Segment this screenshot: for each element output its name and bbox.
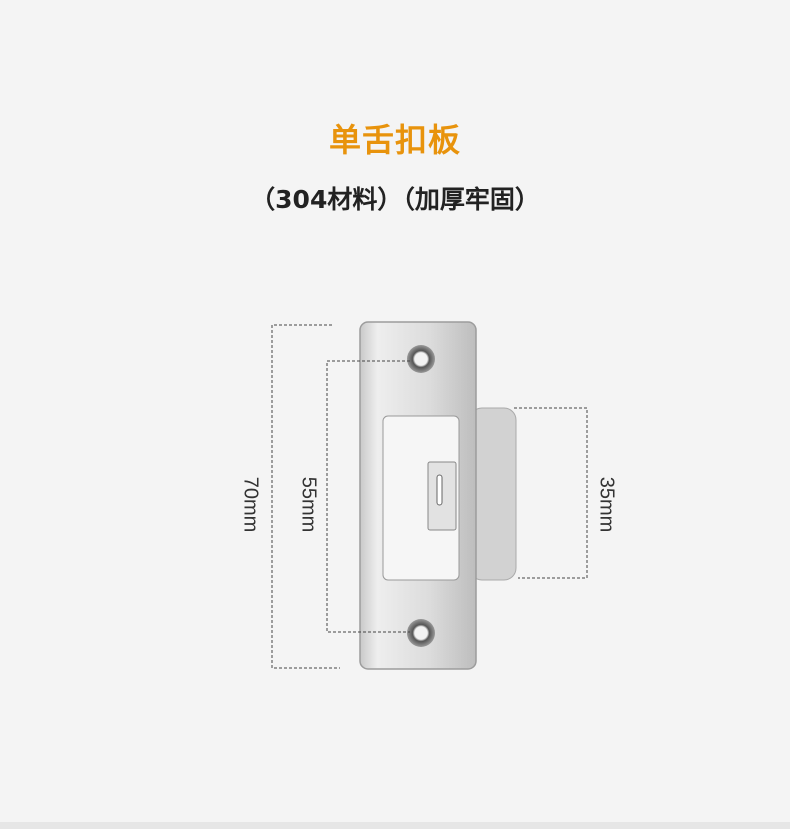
- dimension-line-55: [326, 360, 410, 633]
- catch-slot: [436, 474, 443, 506]
- bottom-divider: [0, 822, 790, 829]
- dimension-label-55: 55mm: [297, 476, 320, 533]
- latch-slot: [382, 415, 460, 581]
- plate-tab: [469, 407, 517, 581]
- dimension-label-70: 70mm: [239, 476, 262, 533]
- dimension-lines: [271, 324, 588, 669]
- dimension-label-35: 35mm: [595, 476, 618, 533]
- product-title: 单舌扣板: [328, 121, 461, 159]
- strike-plate: [359, 321, 517, 670]
- dimension-line-35: [514, 407, 588, 579]
- screw-hole-top: [407, 345, 435, 373]
- screw-hole-bottom: [407, 619, 435, 647]
- dimension-line-70: [271, 324, 340, 669]
- product-subtitle: （304材料）（加厚牢固）: [250, 185, 540, 214]
